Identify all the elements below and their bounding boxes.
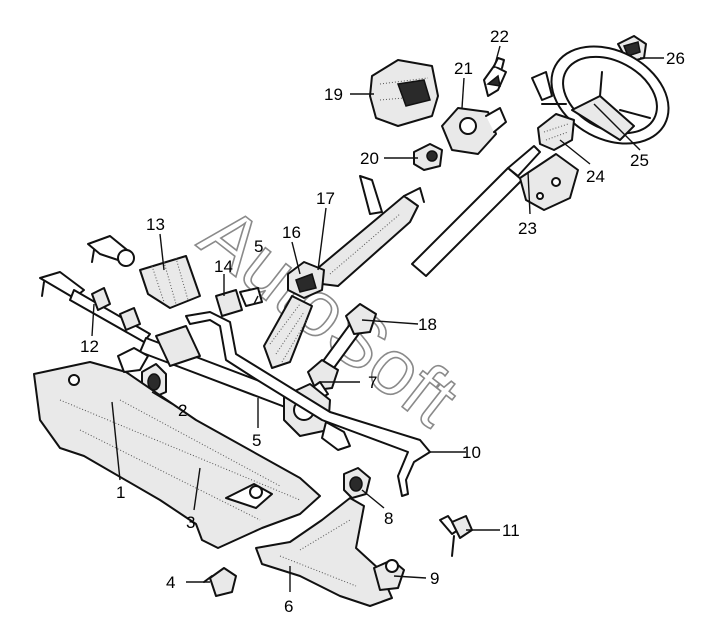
callout-12: 12	[80, 337, 99, 356]
callout-5-upper: 5	[254, 237, 263, 256]
leader-lines	[91, 45, 664, 592]
callout-20: 20	[360, 149, 379, 168]
tie-rod-end-upper-part	[87, 235, 135, 267]
steering-shaft-part	[411, 145, 579, 277]
callout-9: 9	[430, 569, 439, 588]
callout-7: 7	[368, 373, 377, 392]
callout-26: 26	[666, 49, 685, 68]
callout-17: 17	[316, 189, 335, 208]
clamp-bracket-part	[215, 287, 263, 317]
callout-10: 10	[462, 443, 481, 462]
steering-hub-part	[531, 71, 575, 151]
switch-connector-part	[483, 57, 507, 97]
callout-14: 14	[214, 257, 233, 276]
callout-1: 1	[116, 483, 125, 502]
callout-8: 8	[384, 509, 393, 528]
front-subframe-part	[33, 347, 321, 549]
intermediate-shaft-part	[299, 303, 377, 407]
tie-rod-part	[39, 271, 151, 343]
callout-5-lower: 5	[252, 431, 261, 450]
callout-23: 23	[518, 219, 537, 238]
callout-labels: 1 2 3 4 5 5 6 7 8 9 10 11 12 13 14 16 17…	[80, 27, 685, 616]
callout-13: 13	[146, 215, 165, 234]
callout-4: 4	[166, 573, 175, 592]
callout-21: 21	[454, 59, 473, 78]
callout-22: 22	[490, 27, 509, 46]
callout-25: 25	[630, 151, 649, 170]
callout-2: 2	[178, 401, 187, 420]
callout-24: 24	[586, 167, 605, 186]
combination-switch-part	[441, 107, 507, 155]
stabilizer-bar-part	[185, 311, 431, 497]
callout-19: 19	[324, 85, 343, 104]
ball-joint-part	[373, 559, 405, 591]
callout-6: 6	[284, 597, 293, 616]
callout-18: 18	[418, 315, 437, 334]
callout-11: 11	[502, 521, 520, 540]
rack-boot-part	[139, 255, 201, 309]
ignition-switch-part	[413, 143, 443, 171]
column-boot-part	[263, 295, 313, 369]
callout-3: 3	[186, 513, 195, 532]
column-cover-part	[369, 59, 439, 127]
column-bearing-part	[287, 261, 325, 299]
horn-button-part	[617, 35, 647, 63]
callout-16: 16	[282, 223, 301, 242]
stabilizer-link-end-part	[439, 515, 473, 557]
bushing-bolt-part	[203, 567, 237, 597]
